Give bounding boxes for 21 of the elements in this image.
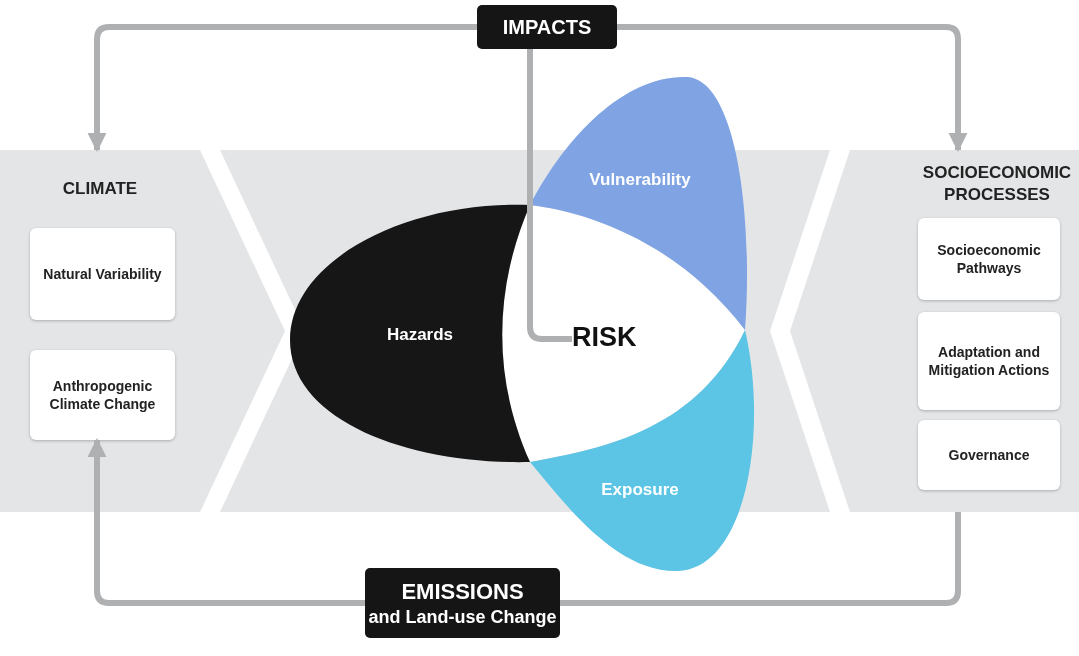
panel-heading: CLIMATE <box>61 178 139 200</box>
box-subheading: and Land-use Change <box>368 605 557 628</box>
petal-label: Exposure <box>601 480 679 500</box>
panel-heading: SOCIOECONOMIC PROCESSES <box>921 162 1073 207</box>
title-box <box>365 568 560 638</box>
petal-label: Hazards <box>386 325 454 345</box>
connector-arrow <box>87 24 477 152</box>
box-heading: EMISSIONS <box>401 578 524 606</box>
text-box: Governance <box>918 420 1060 490</box>
connector-arrow <box>617 24 968 152</box>
text-box: Socioeconomic Pathways <box>918 218 1060 300</box>
title-box <box>477 5 617 49</box>
connector-arrow <box>87 438 365 606</box>
text-box: Adaptation and Mitigation Actions <box>918 312 1060 410</box>
box-heading: IMPACTS <box>502 14 592 40</box>
text-box: Natural Variability <box>30 228 175 320</box>
text-box: Anthropogenic Climate Change <box>30 350 175 440</box>
petal-label: Vulnerability <box>589 170 691 190</box>
panel-background <box>0 150 285 512</box>
center-label: RISK <box>572 322 648 356</box>
panel-background <box>790 150 1079 512</box>
